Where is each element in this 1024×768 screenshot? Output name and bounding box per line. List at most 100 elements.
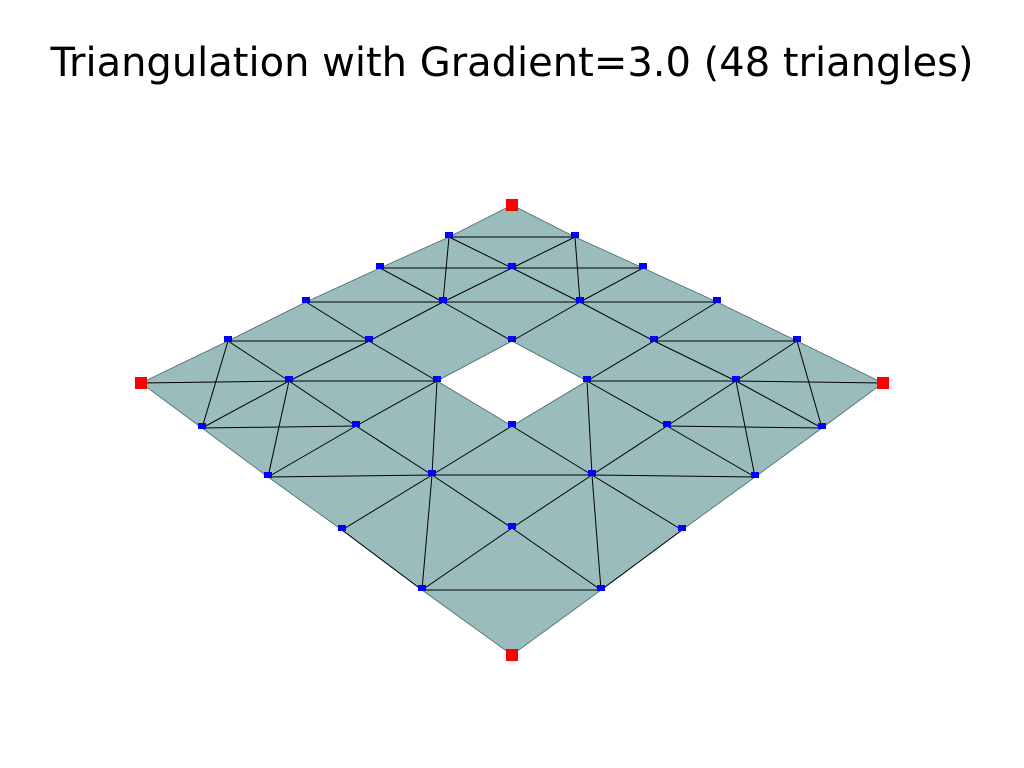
mesh-vertex xyxy=(352,421,360,427)
mesh-edges xyxy=(140,236,884,591)
mesh-surface-polygon xyxy=(140,204,884,656)
mesh-vertex xyxy=(302,297,310,303)
hole-edge xyxy=(436,340,513,382)
mesh-edge xyxy=(355,425,433,476)
mesh-vertex xyxy=(508,421,516,427)
mesh-edge xyxy=(511,267,581,303)
mesh-vertex xyxy=(338,525,346,531)
mesh-vertex xyxy=(793,336,801,342)
mesh-edge xyxy=(140,380,290,384)
mesh-edge xyxy=(448,236,513,269)
mesh-edge xyxy=(288,380,357,427)
mesh-edge xyxy=(201,340,229,429)
mesh-edge xyxy=(442,267,513,303)
mesh-edge xyxy=(201,425,357,429)
mesh-vertex xyxy=(418,585,426,591)
mesh-edge xyxy=(305,301,370,342)
mesh-edge xyxy=(666,425,756,478)
mesh-vertex xyxy=(650,336,658,342)
corner-vertex xyxy=(506,649,518,661)
mesh-vertex xyxy=(508,336,516,342)
mesh-vertex xyxy=(639,263,647,269)
mesh-edge xyxy=(653,340,737,382)
mesh-edge xyxy=(442,236,450,303)
mesh-edge xyxy=(579,301,655,342)
mesh-edge xyxy=(735,340,798,382)
mesh-vertex xyxy=(376,263,384,269)
mesh-edge xyxy=(201,380,290,429)
mesh-vertex xyxy=(285,376,293,382)
corner-vertex xyxy=(135,377,147,389)
mesh-vertex xyxy=(264,472,272,478)
mesh-edge xyxy=(431,380,438,476)
mesh-vertex xyxy=(365,336,373,342)
corner-vertex xyxy=(877,377,889,389)
mesh-edge xyxy=(796,340,823,429)
mesh-edge xyxy=(591,425,668,476)
mesh-edge xyxy=(511,236,576,269)
mesh-edge xyxy=(368,340,438,382)
hole-edge xyxy=(436,380,513,427)
mesh-vertex xyxy=(439,297,447,303)
mesh-vertex xyxy=(751,472,759,478)
mesh-edge xyxy=(421,474,433,591)
mesh-vertex xyxy=(713,297,721,303)
mesh-edge xyxy=(341,529,423,591)
mesh-vertex xyxy=(678,525,686,531)
mesh-edge xyxy=(267,380,290,478)
mesh-edge xyxy=(355,380,438,427)
mesh-vertex xyxy=(445,232,453,238)
plot-title: Triangulation with Gradient=3.0 (48 tria… xyxy=(50,40,974,86)
mesh-vertex xyxy=(508,523,516,529)
mesh-edge xyxy=(368,301,444,342)
mesh-edge xyxy=(421,527,513,591)
mesh-edge xyxy=(591,474,602,591)
mesh-vertex xyxy=(663,421,671,427)
mesh-edge xyxy=(586,380,668,427)
mesh-vertex xyxy=(583,376,591,382)
mesh-edge xyxy=(511,425,593,476)
mesh-edge xyxy=(591,474,683,531)
mesh-edge xyxy=(379,267,444,303)
mesh-vertex xyxy=(588,470,596,476)
mesh-edge xyxy=(666,380,737,427)
mesh-edge xyxy=(511,527,602,591)
mesh-vertex xyxy=(508,263,516,269)
mesh-vertex xyxy=(428,470,436,476)
mesh-edge xyxy=(666,425,823,429)
mesh-edge xyxy=(579,267,644,303)
mesh-edge xyxy=(431,425,513,476)
mesh-vertex xyxy=(224,336,232,342)
mesh-edge xyxy=(586,340,655,382)
mesh-vertex xyxy=(597,585,605,591)
mesh-edge xyxy=(574,236,581,303)
mesh-edge xyxy=(431,474,513,529)
mesh-surface xyxy=(140,204,884,656)
mesh-edge xyxy=(735,380,756,478)
mesh-edge xyxy=(341,474,433,531)
mesh-vertex xyxy=(732,376,740,382)
corner-vertex xyxy=(506,199,518,211)
mesh-edge xyxy=(227,340,290,382)
mesh-vertices xyxy=(135,199,889,661)
mesh-vertex xyxy=(571,232,579,238)
mesh-edge xyxy=(267,425,357,478)
mesh-vertex xyxy=(433,376,441,382)
mesh-edge xyxy=(267,474,433,478)
mesh-edge xyxy=(600,529,683,591)
mesh-edge xyxy=(653,301,718,342)
hole-edge xyxy=(511,380,588,427)
mesh-edge xyxy=(511,301,581,342)
mesh-edge xyxy=(735,380,823,429)
hole-edge xyxy=(511,340,588,382)
mesh-edge xyxy=(442,301,513,342)
mesh-edge xyxy=(511,474,593,529)
mesh-vertex xyxy=(198,423,206,429)
mesh-edge xyxy=(591,474,756,478)
mesh-vertex xyxy=(818,423,826,429)
mesh-edge xyxy=(586,380,593,476)
mesh-edge xyxy=(288,340,370,382)
mesh-vertex xyxy=(576,297,584,303)
mesh-edge xyxy=(735,380,884,384)
